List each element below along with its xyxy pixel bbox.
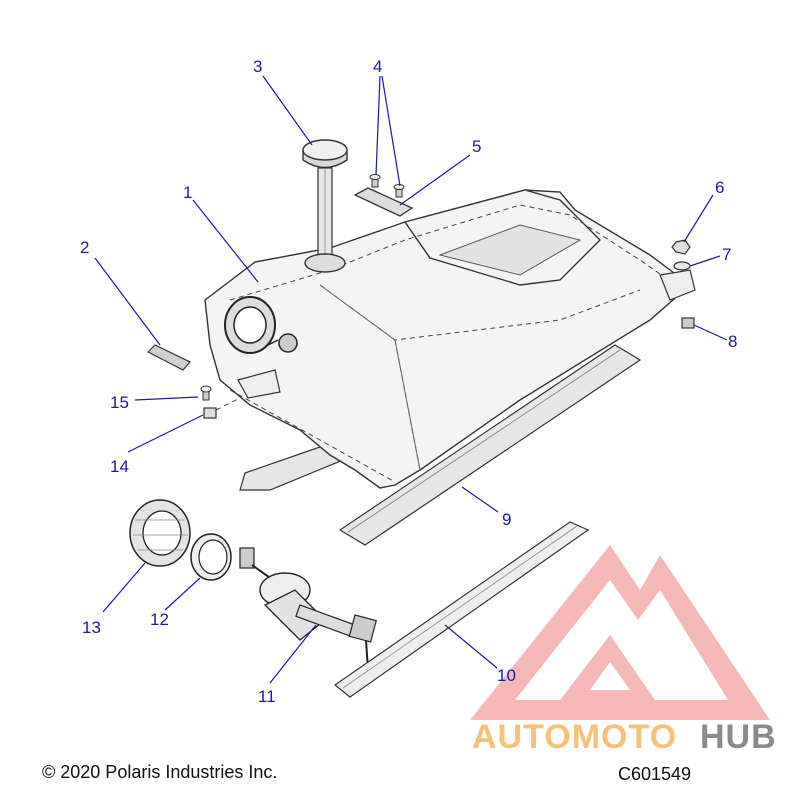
- leader-12: [164, 577, 201, 611]
- bracket-5: [353, 187, 414, 217]
- leader-14: [127, 414, 204, 453]
- leader-10: [444, 624, 498, 669]
- callout-13: 13: [82, 618, 101, 637]
- callout-8: 8: [728, 332, 737, 351]
- fuel-cap: [302, 139, 348, 161]
- leader-6: [683, 194, 714, 243]
- stud-8: [681, 317, 695, 329]
- leader-9: [461, 486, 499, 513]
- callout-10: 10: [497, 666, 516, 685]
- leader-15: [134, 396, 199, 401]
- pad-2: [146, 344, 191, 371]
- callout-14: 14: [110, 457, 129, 476]
- watermark-text-auto: AUTOMOTO: [472, 718, 677, 756]
- callout-2: 2: [80, 238, 89, 257]
- leader-4b: [381, 75, 401, 187]
- nut-6: [671, 239, 691, 255]
- leader-5: [399, 154, 471, 206]
- leader-4a: [375, 75, 381, 176]
- callout-9: 9: [502, 510, 511, 529]
- fuel-cap-assembly: [302, 139, 348, 273]
- leader-11: [269, 624, 317, 684]
- leader-3: [262, 75, 313, 146]
- seal-12: [190, 533, 232, 581]
- screw-15: [200, 385, 212, 401]
- leader-7: [689, 255, 721, 267]
- pad-10: [333, 521, 590, 698]
- callout-6: 6: [715, 178, 724, 197]
- screws-4: [369, 174, 405, 198]
- watermark-text-hub: HUB: [700, 718, 777, 756]
- lock-ring-13: [129, 499, 191, 567]
- leader-8: [693, 324, 728, 341]
- drawing-code: C601549: [618, 764, 691, 784]
- clip-14: [203, 407, 217, 419]
- callout-15: 15: [110, 393, 129, 412]
- fuel-pump-11: [239, 547, 377, 677]
- leader-1: [192, 199, 259, 283]
- copyright-text: © 2020 Polaris Industries Inc.: [42, 762, 277, 782]
- watermark-logo: [470, 545, 770, 720]
- callout-12: 12: [150, 610, 169, 629]
- fuel-tank: [204, 189, 696, 489]
- callout-4: 4: [373, 57, 382, 76]
- callout-1: 1: [183, 183, 192, 202]
- pad-9: [338, 344, 642, 546]
- washer-7: [673, 261, 691, 271]
- leader-2: [94, 257, 161, 346]
- callout-3: 3: [253, 57, 262, 76]
- pad-9-inner: [347, 349, 621, 533]
- callout-11: 11: [258, 687, 276, 706]
- callout-7: 7: [722, 245, 731, 264]
- callout-5: 5: [472, 137, 481, 156]
- leader-13: [102, 562, 146, 613]
